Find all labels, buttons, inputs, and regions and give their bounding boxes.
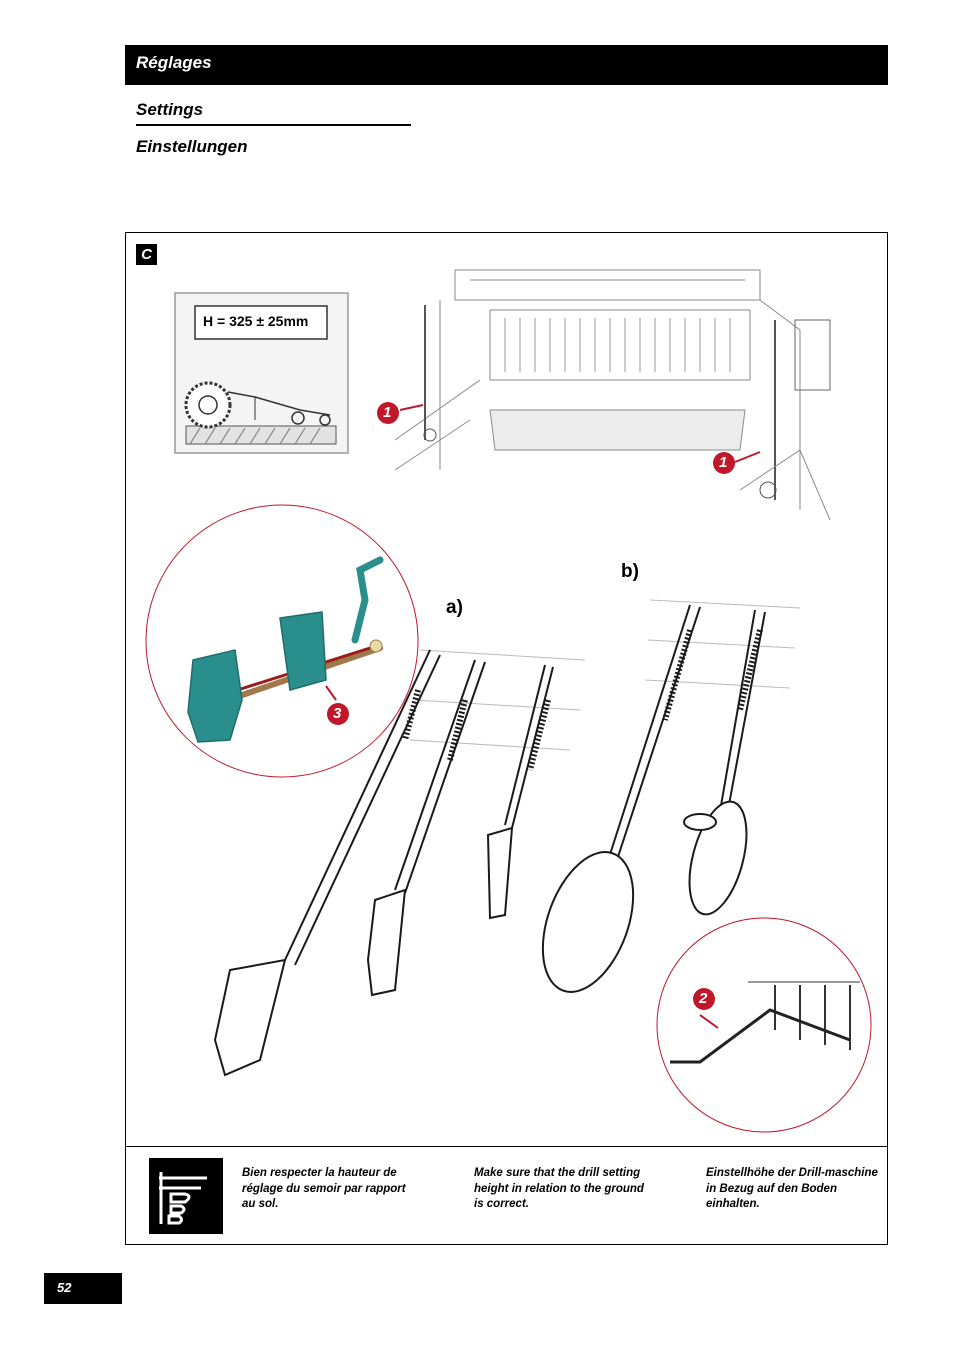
drill-machine-drawing xyxy=(394,269,831,521)
label-a: a) xyxy=(446,597,463,618)
note-text-french: Bien respecter la hauteur de réglage du … xyxy=(242,1167,406,1210)
page-number: 52 xyxy=(57,1280,72,1295)
coulter-group-a xyxy=(213,649,586,1077)
note-text-german: Einstellhöhe der Drill-maschine in Bezug… xyxy=(706,1167,878,1210)
crank-detail-2 xyxy=(656,917,872,1133)
callout-1-right-number: 1 xyxy=(719,454,728,471)
label-b: b) xyxy=(621,561,639,582)
page-number-box: 52 xyxy=(44,1273,122,1304)
subtitle-german: Einstellungen xyxy=(136,137,248,156)
subtitle-underline xyxy=(136,124,411,126)
note-divider xyxy=(125,1146,888,1147)
figure-badge: C xyxy=(136,244,157,265)
callout-2-number: 2 xyxy=(699,990,708,1007)
section-title: Réglages xyxy=(136,53,212,72)
figure-frame xyxy=(125,232,888,1245)
note-text-english: Make sure that the drill setting height … xyxy=(474,1167,644,1210)
callout-1-right xyxy=(713,451,761,474)
callout-3-number: 3 xyxy=(333,705,342,722)
hopper-crank-detail xyxy=(145,504,419,778)
height-spec-text: H = 325 ± 25mm xyxy=(203,313,309,329)
coulter-group-b xyxy=(541,599,801,993)
pointing-hand-icon xyxy=(149,1158,223,1234)
callout-1-left xyxy=(377,402,424,424)
callout-1-left-number: 1 xyxy=(383,404,392,421)
subtitle-english: Settings xyxy=(136,100,204,119)
section-header-bar: Réglages xyxy=(125,45,888,85)
height-spec-inset xyxy=(174,292,349,454)
